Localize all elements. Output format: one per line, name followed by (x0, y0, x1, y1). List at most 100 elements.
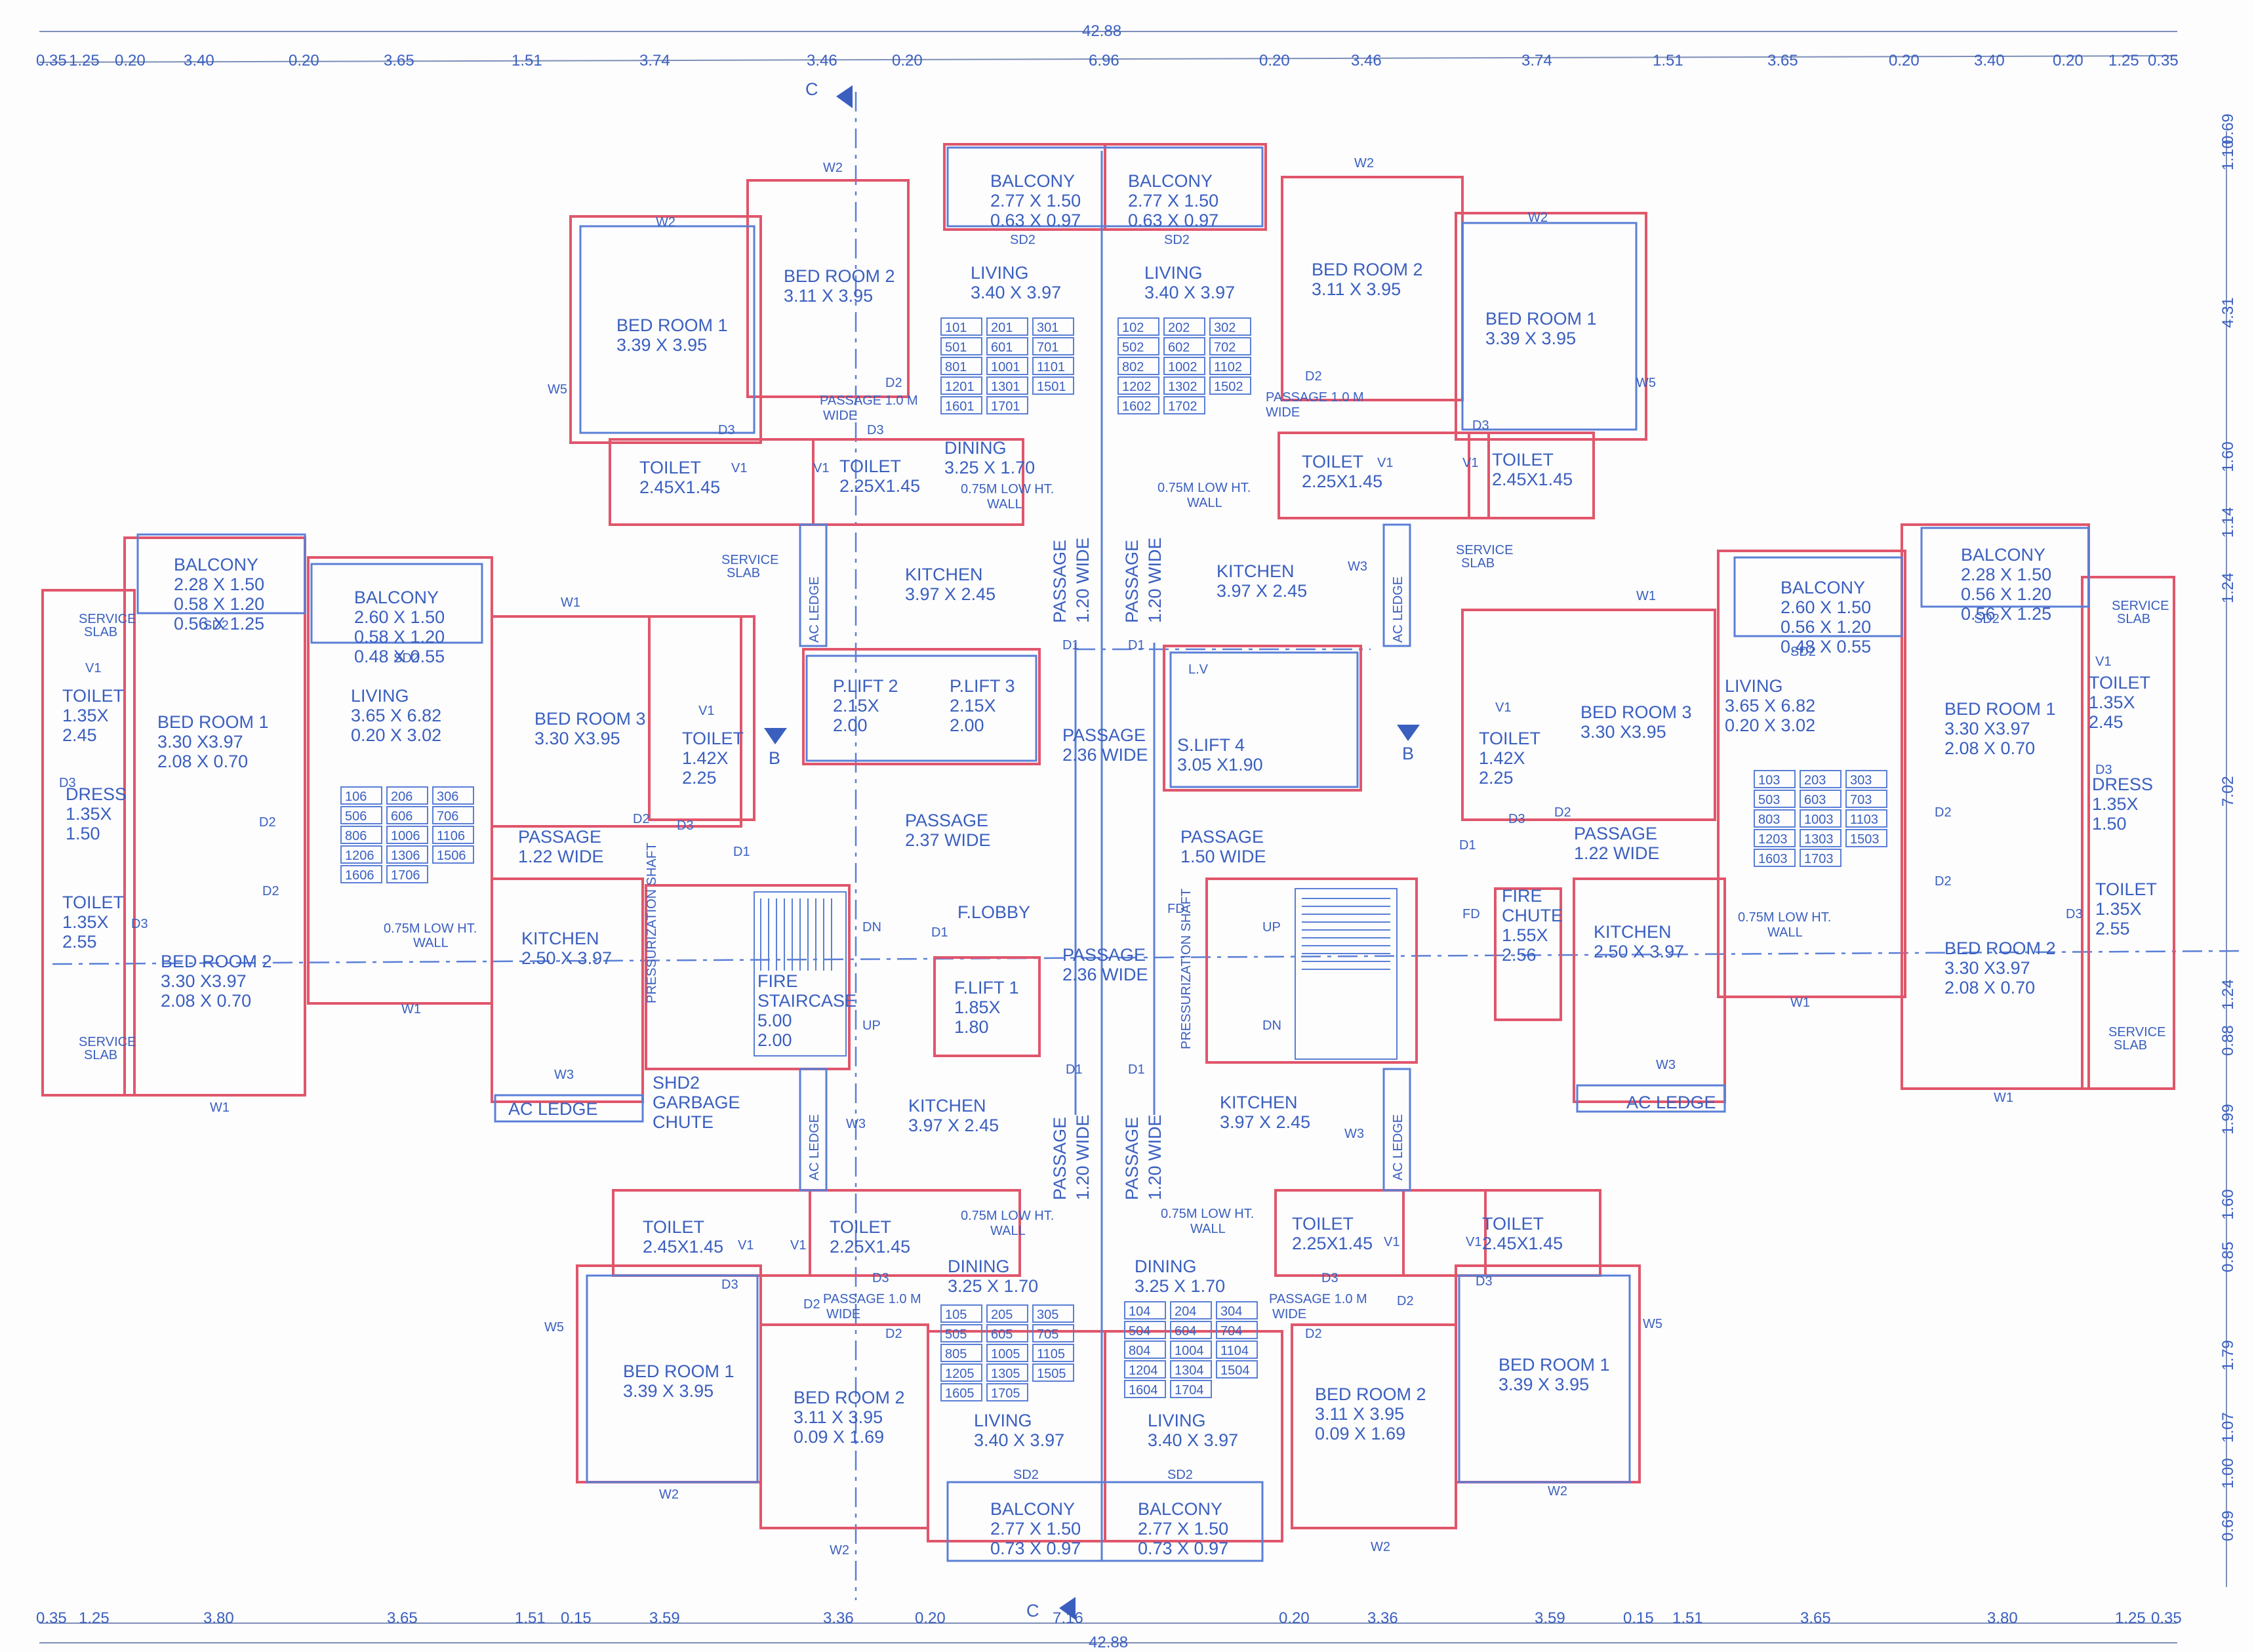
svg-text:W1: W1 (1790, 996, 1810, 1010)
room-label-toilet-tl1: TOILET (639, 458, 701, 477)
svg-text:WALL: WALL (987, 497, 1022, 512)
low-wall-notes: 0.75M LOW HT. WALL 0.75M LOW HT. WALL 0.… (384, 481, 1831, 1238)
svg-text:W1: W1 (210, 1100, 230, 1115)
svg-text:D3: D3 (867, 423, 884, 437)
flat-number-cell (940, 376, 982, 395)
top-dim-label: 0.20 (1259, 52, 1290, 70)
room-label-passage-c4: PASSAGE (1062, 945, 1146, 965)
right-dim-label: 0.85 (2219, 1241, 2237, 1272)
room-label-living-top-l: 3.40 X 3.97 (971, 283, 1061, 302)
room-label-firechute: 2.56 (1502, 945, 1537, 965)
flat-number-cell (1124, 1321, 1166, 1339)
flat-number: 802 (1122, 360, 1144, 374)
flat-number-cell (386, 806, 428, 824)
svg-text:D2: D2 (259, 815, 276, 830)
flat-number-cell (1216, 1321, 1258, 1339)
flat-number-cell (1032, 1363, 1074, 1382)
svg-text:C: C (1026, 1601, 1039, 1621)
svg-text:D3: D3 (131, 917, 148, 931)
room-label-bed1-bl: 3.39 X 3.95 (623, 1381, 714, 1401)
svg-text:D2: D2 (1935, 874, 1952, 889)
right-dim-label: 1.60 (2219, 1189, 2237, 1220)
right-dim-label: 1.60 (2219, 441, 2237, 472)
room-label-bed3-r: 3.30 X3.95 (1580, 722, 1666, 742)
room-label-bed1-br: BED ROOM 1 (1499, 1355, 1610, 1375)
room-label-staircase-l: FIRE (757, 971, 798, 991)
flat-number-cell (1170, 1380, 1212, 1398)
room-label-passage-c2: PASSAGE (905, 811, 988, 830)
bottom-dim-label: 1.51 (1672, 1609, 1703, 1627)
bottom-dim-label: 3.65 (1800, 1609, 1831, 1627)
section-b-left-marker: B (764, 728, 787, 768)
bottom-dim-label: 3.59 (1535, 1609, 1565, 1627)
svg-text:W3: W3 (1348, 559, 1367, 574)
svg-text:FD: FD (1462, 907, 1480, 921)
room-label-plift2: P.LIFT 2 (833, 676, 898, 696)
room-label-toilet-br2: TOILET (1482, 1214, 1544, 1234)
staircase-left (754, 891, 847, 1057)
room-label-bed2-bl: 0.09 X 1.69 (794, 1427, 884, 1447)
flat-number: 303 (1850, 773, 1872, 788)
room-label-bed2-br: 0.09 X 1.69 (1315, 1424, 1405, 1443)
flat-number: 806 (345, 829, 367, 843)
flat-number-cell (1216, 1301, 1258, 1320)
door-window-tags: W2 W2 W2 W2 W5 W5 D2 D2 D3 D3 D3 V1 V1 V… (59, 156, 2112, 1558)
flat-number: 1105 (1037, 1347, 1065, 1361)
room-label-passage-c3: PASSAGE (1180, 827, 1264, 847)
flat-number: 104 (1129, 1304, 1150, 1319)
svg-text:W3: W3 (1344, 1127, 1364, 1141)
svg-text:WALL: WALL (1190, 1222, 1226, 1236)
svg-text:W2: W2 (1371, 1540, 1390, 1554)
svg-text:V1: V1 (738, 1238, 754, 1253)
flat-number-cell (340, 786, 382, 805)
overall-dim-bottom: 42.88 (1089, 1634, 1128, 1651)
top-dim-label: 1.25 (2108, 52, 2139, 70)
room-label-kitchen-br: KITCHEN (1220, 1093, 1298, 1112)
svg-text:DN: DN (1262, 1018, 1281, 1033)
svg-text:W1: W1 (561, 595, 580, 610)
svg-text:AC LEDGE: AC LEDGE (508, 1099, 598, 1119)
flat-number: 1003 (1804, 813, 1834, 827)
svg-text:SERVICE: SERVICE (721, 553, 778, 567)
flat-number: 1505 (1037, 1367, 1066, 1381)
svg-text:AC LEDGE: AC LEDGE (807, 576, 822, 643)
flat-number: 201 (991, 321, 1013, 335)
room-label-living-br: 3.40 X 3.97 (1148, 1430, 1238, 1450)
svg-text:D3: D3 (1476, 1274, 1493, 1289)
flat-number-cell (1754, 829, 1796, 847)
svg-text:W2: W2 (1528, 211, 1548, 225)
flat-number-cell (1117, 317, 1159, 336)
svg-text:AC LEDGE: AC LEDGE (1626, 1093, 1716, 1112)
room-label-balcony-l2: 0.58 X 1.20 (354, 627, 445, 647)
bottom-dim-label: 0.20 (915, 1609, 946, 1627)
flat-number: 506 (345, 809, 367, 824)
room-label-balcony-r1: 0.56 X 1.25 (1961, 604, 2051, 624)
flat-number-cell (940, 396, 982, 414)
room-label-bed1-l: 3.30 X3.97 (157, 732, 243, 752)
room-label-toilet-r2: 1.35X (2095, 899, 2142, 919)
flat-number-cell (1845, 809, 1887, 828)
room-label-plift3: 2.15X (950, 696, 996, 715)
svg-text:V1: V1 (1384, 1235, 1399, 1249)
svg-text:SD2: SD2 (1010, 233, 1036, 247)
flat-number-cell (1032, 1344, 1074, 1362)
room-label-bed2-r: BED ROOM 2 (1944, 938, 2056, 958)
bottom-dim-label: 0.15 (561, 1609, 592, 1627)
svg-text:1.20 WIDE: 1.20 WIDE (1073, 537, 1093, 623)
flat-number: 1501 (1037, 380, 1066, 394)
flat-number: 305 (1037, 1308, 1058, 1322)
room-label-flift1: F.LIFT 1 (954, 978, 1019, 997)
flat-number-cell (940, 1363, 982, 1382)
flat-number: 505 (945, 1327, 967, 1342)
svg-text:V1: V1 (1495, 700, 1511, 715)
room-label-toilet-r2: TOILET (2095, 879, 2157, 899)
room-label-toilet-tl2: TOILET (839, 456, 901, 476)
flat-number: 1001 (991, 360, 1020, 374)
room-label-kitchen-tl: 3.97 X 2.45 (905, 584, 996, 604)
room-label-balcony-r2: 2.60 X 1.50 (1781, 597, 1871, 617)
svg-text:W2: W2 (1354, 156, 1374, 171)
svg-text:B: B (769, 748, 780, 768)
room-label-firechute: 1.55X (1502, 925, 1548, 945)
flat-number: 203 (1804, 773, 1826, 788)
